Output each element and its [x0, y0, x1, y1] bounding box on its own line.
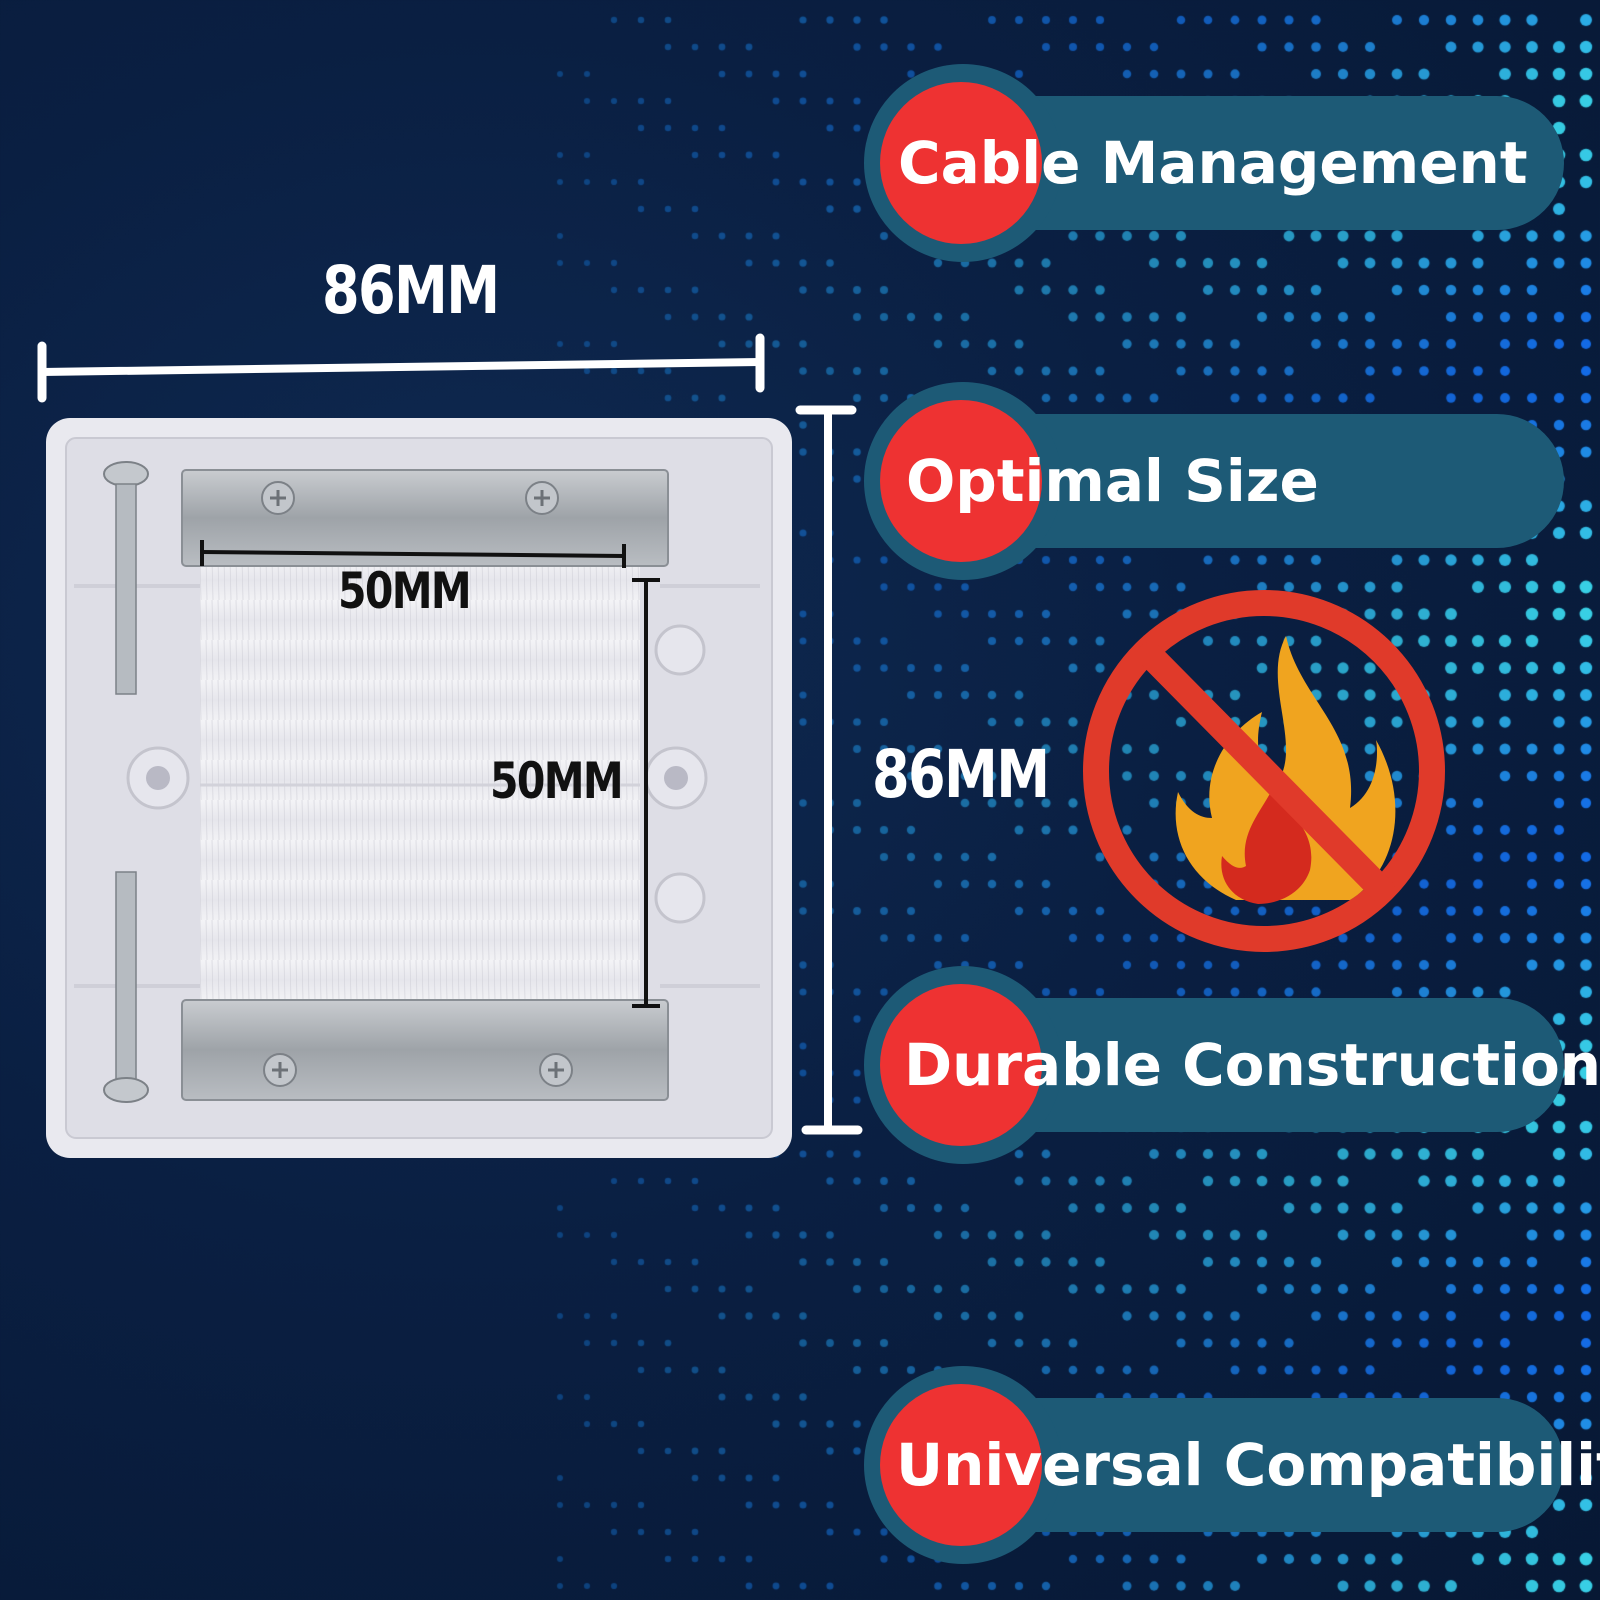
feature-durable-construction: Durable Construction	[864, 966, 1600, 1164]
feature-cable-management: Cable Management	[864, 64, 1564, 262]
screw-hole	[654, 624, 706, 676]
mounting-bolt-bottom	[103, 871, 149, 1103]
mounting-bolt-top	[103, 461, 149, 695]
feature-label: Optimal Size	[906, 447, 1319, 515]
plate-width-label: 86MM	[322, 252, 500, 329]
opening-width-line	[201, 550, 625, 558]
feature-label: Cable Management	[898, 129, 1528, 197]
plate-height-label: 86MM	[872, 736, 1050, 813]
feature-label: Universal Compatibility	[896, 1431, 1600, 1499]
width-dimension-line	[38, 358, 764, 376]
feature-label: Durable Construction	[904, 1031, 1600, 1099]
opening-width-label: 50MM	[338, 562, 472, 620]
feature-universal-compatibility: Universal Compatibility	[864, 1366, 1600, 1564]
screw-hole	[654, 872, 706, 924]
opening-height-label: 50MM	[490, 752, 624, 810]
feature-optimal-size: Optimal Size	[864, 382, 1564, 580]
